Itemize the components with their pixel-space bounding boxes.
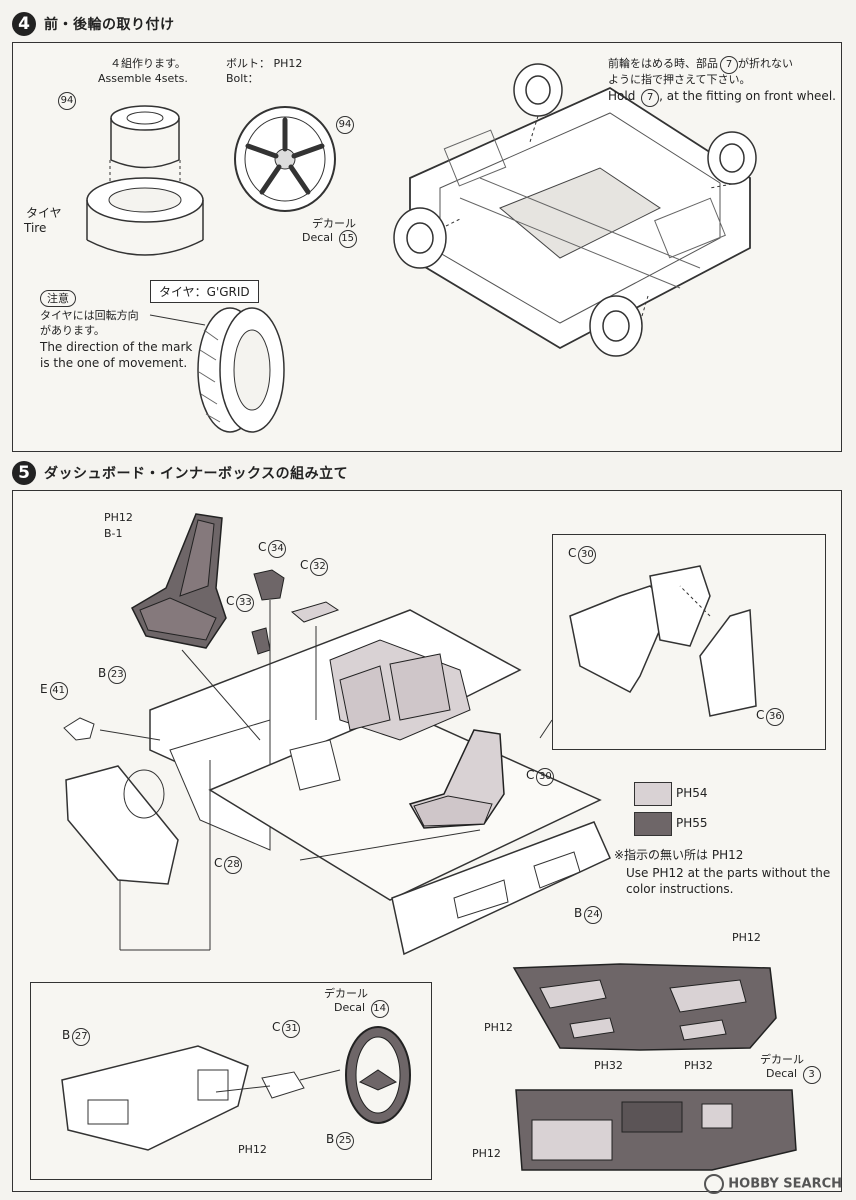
dashboard-painted-illustration bbox=[515, 1089, 797, 1171]
door-ph12-top: PH12 bbox=[732, 931, 761, 944]
step5-header: 5 ダッシュボード・インナーボックスの組み立て bbox=[12, 461, 348, 485]
assemble-jp: ４組作ります。 bbox=[110, 57, 186, 70]
note-en1: Use PH12 at the parts without the bbox=[626, 866, 831, 880]
note-en2: color instructions. bbox=[626, 882, 734, 896]
legend-ph55: PH55 bbox=[676, 816, 708, 830]
caution-leader-line bbox=[149, 314, 206, 326]
seat-part: B-1 bbox=[104, 527, 123, 540]
dash-decal-en: Decal 3 bbox=[766, 1066, 821, 1084]
dashboard-b27-illustration bbox=[61, 1045, 249, 1151]
dash-ph12: PH12 bbox=[472, 1147, 501, 1160]
step4-number: 4 bbox=[12, 12, 36, 36]
swatch-ph54 bbox=[634, 782, 672, 806]
caution-jp1: タイヤには回転方向 bbox=[40, 309, 139, 322]
step5-title: ダッシュボード・インナーボックスの組み立て bbox=[44, 466, 349, 482]
tire-jp: タイヤ bbox=[26, 206, 62, 220]
front-note-en: Hold 7, at the fitting on front wheel. bbox=[608, 89, 836, 107]
part-94-label: 94 bbox=[56, 92, 76, 110]
door-panel-illustration bbox=[391, 821, 611, 956]
dash-decal-jp: デカール bbox=[760, 1053, 804, 1066]
e41-part-illustration bbox=[63, 717, 95, 741]
bolt-jp: ボルト： PH12 bbox=[226, 57, 303, 70]
tire-brand-label: タイヤ：G'GRID bbox=[150, 280, 259, 303]
rim-decal-jp: デカール bbox=[312, 217, 356, 230]
rim-decal-en: Decal 15 bbox=[302, 230, 357, 248]
door-ph12-left: PH12 bbox=[484, 1021, 513, 1034]
swatch-ph55 bbox=[634, 812, 672, 836]
wheel-decal-jp: デカール bbox=[324, 987, 368, 1000]
bucket-seat-illustration bbox=[131, 513, 227, 649]
seat-paint: PH12 bbox=[104, 511, 133, 524]
rim-illustration bbox=[234, 106, 336, 212]
note-jp: ※指示の無い所は PH12 bbox=[614, 848, 744, 862]
front-seat-illustration bbox=[408, 729, 505, 829]
c34-part-illustration bbox=[253, 569, 285, 601]
seat-exploded-illustration bbox=[569, 565, 757, 717]
caution-en1: The direction of the mark bbox=[40, 340, 193, 354]
wheel-decal-en: Decal 14 bbox=[334, 1000, 389, 1018]
c32-part-illustration bbox=[290, 601, 340, 623]
hobby-search-logo-icon bbox=[704, 1174, 725, 1194]
step4-title: 前・後輪の取り付け bbox=[44, 17, 175, 33]
c31-column-illustration bbox=[261, 1071, 305, 1099]
rim-part-94: 94 bbox=[334, 116, 354, 134]
wheel-assembly-illustration bbox=[86, 105, 204, 256]
door-trim-illustration bbox=[512, 963, 777, 1051]
chassis-illustration bbox=[393, 63, 757, 357]
dash-bottom-ph12: PH12 bbox=[238, 1143, 267, 1156]
tire-en: Tire bbox=[24, 221, 47, 235]
dash-shell-illustration bbox=[65, 765, 179, 885]
steering-wheel-illustration bbox=[345, 1026, 411, 1124]
front-note-jp2: ように指で押さえて下さい。 bbox=[608, 73, 751, 86]
door-ph32-a: PH32 bbox=[594, 1059, 623, 1072]
watermark: HOBBY SEARCH bbox=[704, 1174, 842, 1194]
door-ph32-b: PH32 bbox=[684, 1059, 713, 1072]
bolt-en: Bolt： bbox=[226, 72, 259, 85]
step4-header: 4 前・後輪の取り付け bbox=[12, 12, 175, 36]
caution-en2: is the one of movement. bbox=[40, 356, 188, 370]
caution-jp2: があります。 bbox=[40, 324, 105, 337]
interior-tub-illustration bbox=[149, 609, 602, 901]
step5-number: 5 bbox=[12, 461, 36, 485]
assemble-en: Assemble 4sets. bbox=[98, 72, 188, 85]
legend-ph54: PH54 bbox=[676, 786, 708, 800]
caution-tag: 注意 bbox=[40, 290, 76, 307]
tire-tread-illustration bbox=[197, 307, 285, 433]
